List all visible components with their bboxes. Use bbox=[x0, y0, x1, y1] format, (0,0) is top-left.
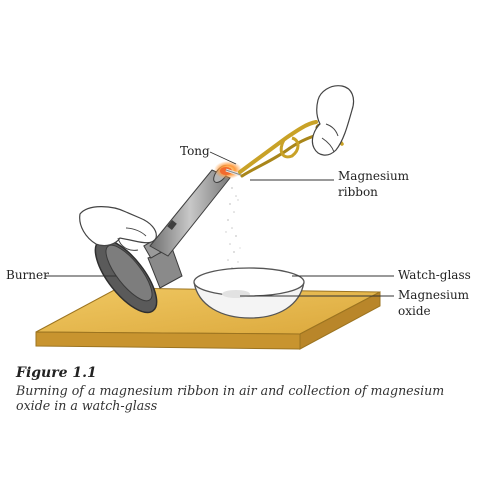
watch-glass bbox=[193, 267, 305, 319]
burner bbox=[94, 165, 231, 314]
magnesium-oxide-powder bbox=[222, 290, 250, 298]
leader-lines bbox=[45, 151, 394, 297]
hand-holding-burner bbox=[79, 206, 157, 251]
caption-line-2: oxide in a watch-glass bbox=[16, 398, 158, 413]
label-watch-glass: Watch-glass bbox=[398, 268, 471, 282]
figure-number: Figure 1.1 bbox=[16, 365, 97, 381]
label-tong: Tong bbox=[180, 144, 210, 158]
hand-holding-tong bbox=[311, 85, 355, 156]
label-magnesium-ribbon-2: ribbon bbox=[338, 185, 378, 199]
caption-text: Burning of a magnesium ribbon in air and… bbox=[16, 383, 486, 413]
label-magnesium-ribbon-1: Magnesium bbox=[338, 169, 410, 183]
label-magnesium-oxide-2: oxide bbox=[398, 304, 431, 318]
label-burner: Burner bbox=[6, 268, 49, 282]
figure-caption: Figure 1.1 Burning of a magnesium ribbon… bbox=[16, 365, 486, 413]
caption-line-1: Burning of a magnesium ribbon in air and… bbox=[16, 383, 445, 398]
label-magnesium-oxide-1: Magnesium bbox=[398, 288, 470, 302]
